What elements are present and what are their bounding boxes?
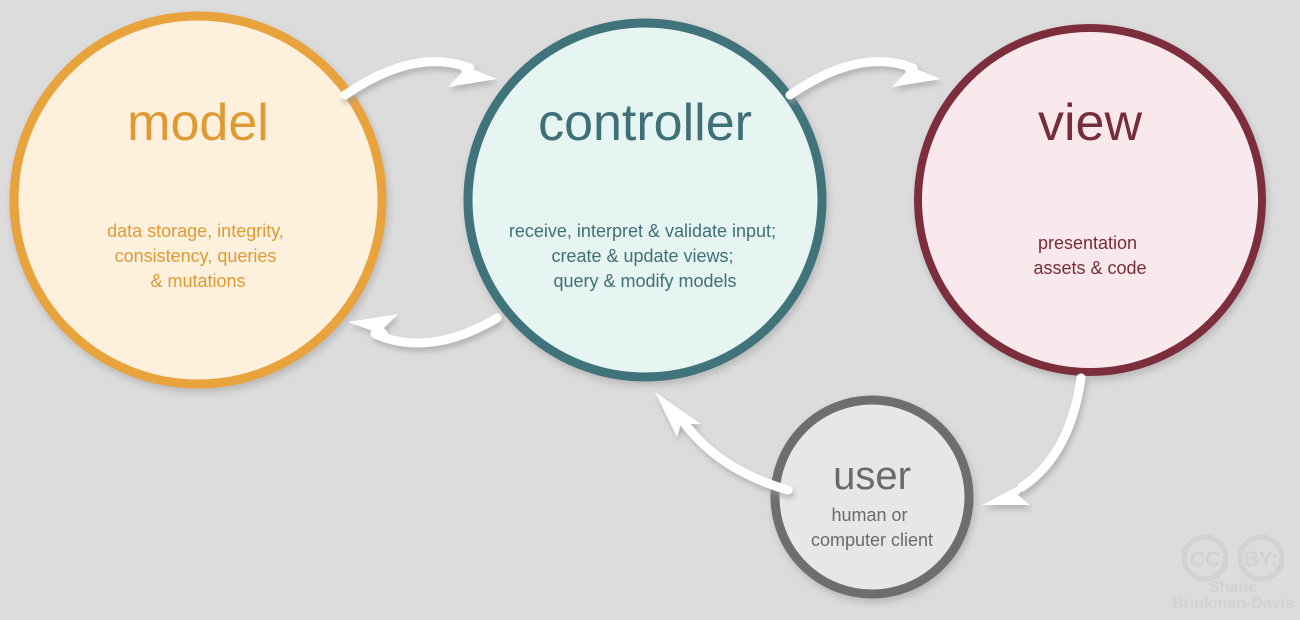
node-circle-user[interactable] (770, 395, 974, 599)
node-title-view: view (1038, 94, 1142, 152)
by-icon (1237, 534, 1285, 582)
watermark-author-line2: Brinkman-Davis (1172, 595, 1294, 612)
node-circle-view[interactable] (914, 24, 1266, 376)
node-desc-view: presentation assets & code (1033, 233, 1146, 278)
cc-icon (1181, 534, 1229, 582)
node-desc-model: data storage, integrity, consistency, qu… (107, 221, 289, 291)
node-circle-model[interactable] (9, 11, 387, 389)
node-circle-controller[interactable] (463, 18, 827, 382)
node-title-controller: controller (538, 94, 752, 152)
watermark-author-line1: Shane (1209, 579, 1257, 596)
cc-icon-label: CC (1190, 548, 1220, 571)
node-title-model: model (127, 94, 269, 152)
node-desc-controller: receive, interpret & validate input; cre… (509, 221, 781, 291)
by-icon-label: BY: (1244, 548, 1279, 571)
node-desc-user: human or computer client (811, 505, 933, 550)
node-title-user: user (833, 454, 911, 498)
